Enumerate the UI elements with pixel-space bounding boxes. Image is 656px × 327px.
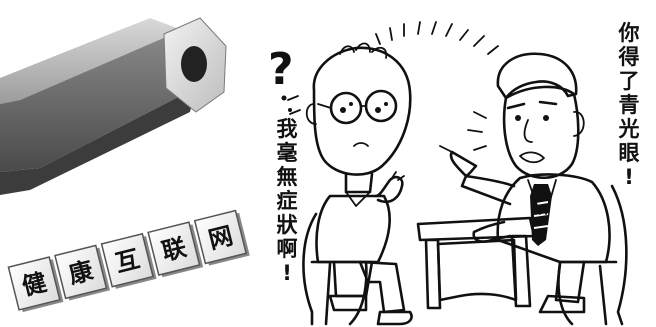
speech-char: 毫 [277,141,298,165]
speech-char: 症 [277,189,298,213]
question-mark: ? [268,44,294,95]
tile-row: 健 康 互 联 网 [7,209,250,313]
glasses-icon [317,89,398,125]
speech-char: 我 [277,117,298,141]
tile: 康 [54,244,111,301]
thought-dot [288,108,292,112]
speech-char: 光 [618,117,640,141]
speech-char: ! [282,261,292,285]
tile: 联 [147,221,204,278]
patient-figure [287,42,413,326]
speech-char: 眼 [619,141,640,165]
speech-char: 啊 [277,237,298,261]
tile: 网 [193,209,250,266]
tile: 健 [7,256,64,313]
speech-char: 得 [618,45,640,69]
hex-rod-illustration [0,17,227,195]
speech-char: 青 [619,93,640,117]
speech-char: 你 [618,21,640,45]
doctor-speech: 你 得 了 青 光 眼 ! [618,21,640,189]
thought-dot [281,95,287,101]
speech-char: ! [624,165,634,189]
patient-speech: 我 毫 無 症 狀 啊 ! [277,117,299,285]
tile: 互 [100,232,157,289]
doctor-figure [439,52,628,326]
patient-chair [302,212,372,326]
doctor-chair [557,184,628,326]
speech-char: 狀 [277,213,299,237]
speech-char: 了 [619,69,640,93]
speech-char: 無 [277,165,298,189]
emphasis-lines [375,21,499,55]
